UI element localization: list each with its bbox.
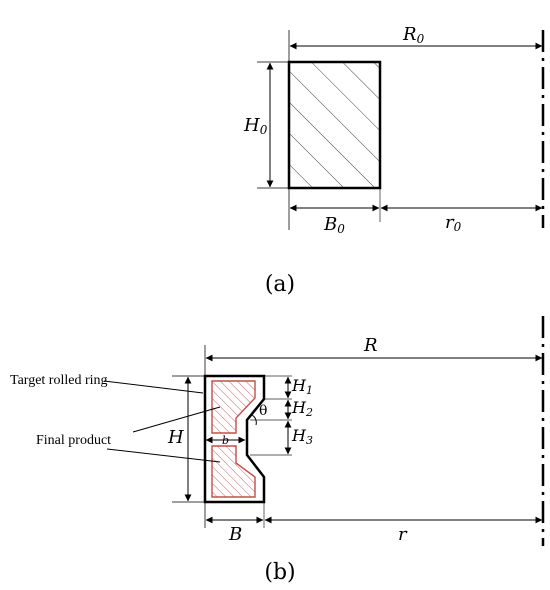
label-B0: B0 [323, 214, 345, 236]
billet-hatch [289, 62, 380, 188]
label-r0: r0 [445, 212, 462, 234]
leader-final-lower [106, 448, 221, 463]
leader-final-upper [132, 406, 221, 433]
label-H: H [167, 427, 184, 448]
label-R: R [363, 335, 378, 356]
label-b: b [222, 434, 229, 447]
figure-a: R0 H0 B0 r0 (a) [243, 24, 545, 297]
billet-outline [287, 60, 382, 190]
label-H0: H0 [243, 115, 268, 137]
label-r: r [398, 524, 408, 545]
final-product-upper [211, 380, 256, 434]
annotation-final-product: Final product [36, 433, 111, 448]
label-theta: θ [259, 403, 267, 419]
label-B: B [228, 524, 242, 545]
theta-arc [251, 414, 257, 426]
caption-b: (b) [264, 560, 295, 585]
caption-a: (a) [265, 272, 295, 297]
label-H2: H2 [291, 398, 313, 419]
label-H3: H3 [291, 426, 313, 447]
final-product-lower [211, 445, 256, 498]
annotation-target-ring: Target rolled ring [10, 373, 108, 388]
figure-b: b θ R H H1 H2 H3 B r Target rolled [10, 316, 545, 585]
leader-target-ring [103, 380, 204, 394]
label-H1: H1 [291, 376, 313, 397]
label-R0: R0 [402, 24, 425, 46]
